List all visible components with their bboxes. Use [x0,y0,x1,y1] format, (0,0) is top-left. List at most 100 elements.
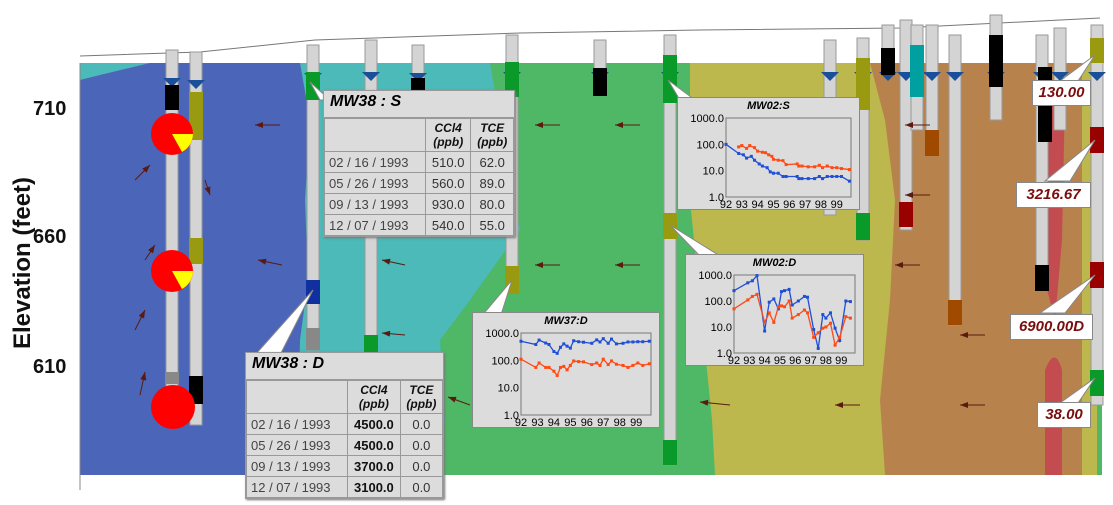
data-point [806,177,810,181]
well-screen[interactable] [364,335,378,355]
concentration-label[interactable]: 130.00 [1032,80,1091,106]
well-screen[interactable] [925,130,939,156]
data-point [844,299,848,303]
data-point [770,154,774,158]
well-screen[interactable] [910,45,924,97]
data-point [572,339,576,343]
data-point [614,362,618,366]
well-screen[interactable] [663,213,677,239]
concentration-label[interactable]: 3216.67 [1016,182,1091,208]
well-screen[interactable] [306,280,320,304]
table-cell: 62.0 [470,151,514,173]
well-screen[interactable] [663,440,677,465]
plot-area [725,117,852,198]
data-point [582,360,586,364]
data-point [767,311,771,315]
data-point [748,144,752,148]
well-screen[interactable] [189,238,203,264]
data-point [621,363,625,367]
x-tick-label: 95 [767,199,779,209]
data-point [833,326,837,330]
arrowhead-icon [138,310,145,319]
well-screen[interactable] [989,35,1003,87]
data-point [519,339,523,343]
data-point [565,344,569,348]
well-screen[interactable] [165,372,179,384]
well-screen[interactable] [899,202,913,227]
well-screen[interactable] [663,55,677,103]
x-tick-label: 93 [736,199,748,209]
well-table-mw38-s[interactable]: MW38 : S CCl4 (ppb)TCE (ppb)02 / 16 / 19… [323,90,515,237]
data-point [797,164,801,168]
y-tick-label: 1.0 [504,410,519,422]
well-screen[interactable] [1090,262,1104,288]
well-screen[interactable] [1035,265,1049,291]
well-screen[interactable] [881,48,895,75]
arrowhead-icon [204,186,211,195]
data-point [824,325,828,329]
well-screen[interactable] [1090,127,1104,153]
x-tick-label: 97 [804,355,816,365]
data-point [779,304,783,308]
data-point [833,343,837,347]
arrowhead-icon [960,402,968,408]
concentration-label[interactable]: 38.00 [1037,402,1091,428]
data-point [568,346,572,350]
data-point [779,290,783,294]
well-screen[interactable] [165,85,179,110]
data-point [772,297,776,301]
data-point [835,175,839,179]
chart-title: MW02:D [752,257,797,269]
data-point [519,357,523,361]
chart-title: MW02:S [747,100,790,112]
plot-area [520,332,652,416]
table-cell: 540.0 [424,214,472,236]
ground-surface [79,17,1101,57]
well-screen[interactable] [948,300,962,325]
data-point [641,340,645,344]
well-screen[interactable] [189,92,203,140]
data-point [745,156,749,160]
chart-title: MW37:D [544,315,588,327]
data-point [750,279,754,283]
well-screen[interactable] [593,68,607,96]
table-cell: 0.0 [399,413,443,435]
data-point [824,316,828,320]
data-point [544,341,548,345]
data-point [741,153,745,157]
y-tick-label: 610 [33,356,67,378]
data-point [647,362,651,366]
data-point [795,162,799,166]
data-point [610,359,614,363]
data-point [562,364,566,368]
concentration-label[interactable]: 6900.00D [1010,314,1093,340]
data-point [772,320,776,324]
well-screen[interactable] [856,213,870,240]
x-tick-label: 94 [759,355,771,365]
well-screen[interactable] [505,62,519,97]
data-point [768,170,772,174]
data-point [783,289,787,293]
well-table-mw38-d[interactable]: MW38 : D CCl4 (ppb)TCE (ppb)02 / 16 / 19… [245,352,444,499]
arrowhead-icon [895,262,903,268]
x-tick-label: 99 [831,199,843,209]
x-tick-label: 97 [799,199,811,209]
table-cell: 560.0 [424,172,472,194]
data-point [737,151,741,155]
well-screen[interactable] [1090,370,1104,396]
data-point [647,339,651,343]
y-tick-label: 1000.0 [698,270,732,282]
data-point [813,165,817,169]
data-point [828,321,832,325]
well-screen[interactable] [306,328,320,350]
arrowhead-icon [140,372,147,381]
data-point [812,328,816,332]
well-casing[interactable] [1090,24,1104,406]
zone-brown [870,63,1082,475]
data-point [631,363,635,367]
